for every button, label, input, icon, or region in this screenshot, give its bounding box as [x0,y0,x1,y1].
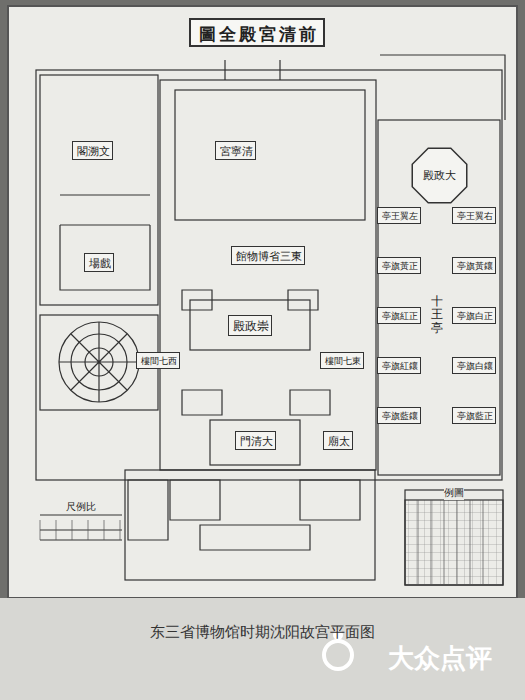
building-name: 亭旗黃正 [382,260,418,273]
building-name: 亭旗藍鑲 [382,410,418,423]
building-name: 閣溯文 [77,144,110,159]
building-box: 亭旗白鑲 [452,357,496,374]
caption: 东三省博物馆时期沈阳故宫平面图 [150,623,375,642]
building-name: 亭旗白正 [457,310,493,323]
building-box: 亭王翼左 [377,207,421,224]
building-name: 殿政大 [423,159,456,192]
building-box: 殿政崇 [228,315,272,336]
watermark: 大众点评 [388,641,492,676]
building-name: 館物博省三東 [236,249,302,264]
building-box: 館物博省三東 [231,246,305,265]
building-name: 殿政崇 [233,318,269,335]
title: 圖全殿宮清前 [199,23,319,46]
building-box: 閣溯文 [72,141,113,160]
building-name: 樓間七東 [325,355,361,368]
title-box: 圖全殿宮清前 [189,18,325,47]
building-name: 亭旗黃鑲 [457,260,493,273]
building-name: 門清大 [240,434,273,449]
building-box: 廟太 [323,431,353,450]
building-name: 亭旗藍正 [457,410,493,423]
building-box: 場戲 [84,253,114,272]
courtyard-name: 十王亭 [431,295,443,335]
building-box: 樓間七東 [320,352,364,369]
building-name: 樓間七西 [141,355,177,368]
building-name: 亭王翼左 [382,210,418,223]
building-box: 宮寧清 [215,141,256,160]
building-box: 亭旗白正 [452,307,496,324]
building-box: 亭旗藍鑲 [377,407,421,424]
building-name: 場戲 [89,256,111,271]
scale-label: 尺例比 [66,500,96,514]
building-name: 廟太 [328,434,350,449]
building-box: 亭旗黃正 [377,257,421,274]
building-name: 亭王翼右 [457,210,493,223]
building-box: 亭旗紅正 [377,307,421,324]
hall-octagon: 殿政大 [409,145,470,206]
building-name: 宮寧清 [220,144,253,159]
building-box: 門清大 [235,431,276,450]
building-name: 亭旗紅鑲 [382,360,418,373]
building-box: 亭旗黃鑲 [452,257,496,274]
building-box: 亭王翼右 [452,207,496,224]
building-box: 亭旗紅鑲 [377,357,421,374]
legend-heading: 例圖 [444,486,464,500]
building-box: 樓間七西 [136,352,180,369]
building-name: 亭旗白鑲 [457,360,493,373]
building-box: 亭旗藍正 [452,407,496,424]
building-name: 亭旗紅正 [382,310,418,323]
